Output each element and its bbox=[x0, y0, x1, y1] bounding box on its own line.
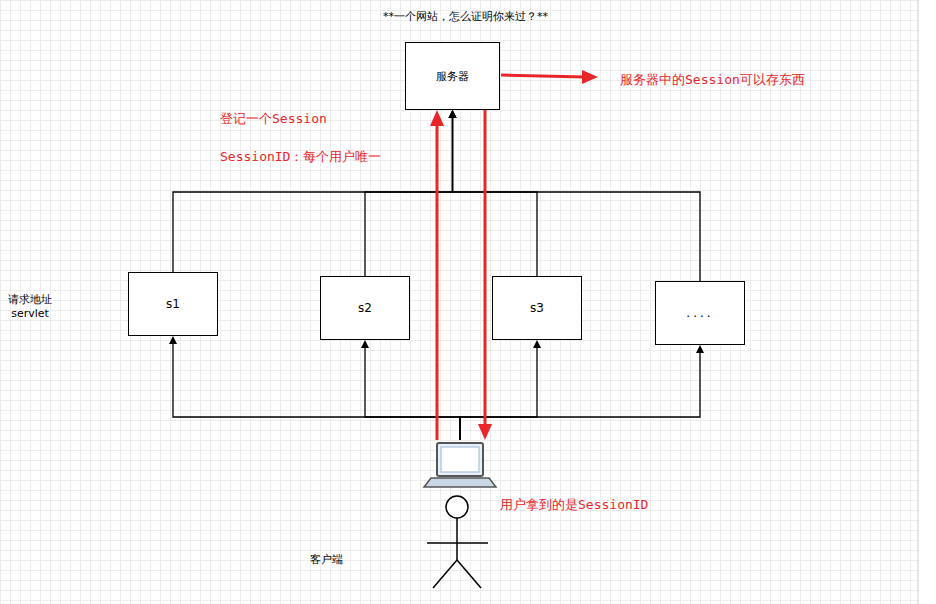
connector-arrow bbox=[365, 110, 457, 276]
note-text: 用户拿到的是SessionID bbox=[500, 496, 648, 514]
connector-arrow bbox=[430, 110, 444, 440]
connector-arrow bbox=[460, 340, 541, 440]
connector-arrow bbox=[169, 336, 460, 440]
client-figure: 客户端 bbox=[425, 440, 495, 590]
connector-arrow bbox=[449, 110, 538, 276]
side-label: 请求地址 servlet bbox=[2, 293, 58, 322]
connector-arrow bbox=[173, 110, 457, 272]
callout-arrow bbox=[501, 70, 598, 84]
page-edge bbox=[918, 0, 919, 604]
node-text: 客户端 bbox=[310, 552, 343, 567]
servlet-box: .... bbox=[655, 281, 745, 345]
servlet-box: s2 bbox=[320, 276, 410, 340]
node-text: .... bbox=[686, 306, 713, 320]
laptop-icon bbox=[424, 443, 496, 487]
note-text: 登记一个Session bbox=[220, 110, 327, 128]
page-margin bbox=[919, 0, 936, 604]
connector-arrow bbox=[361, 340, 460, 440]
servlet-box: s3 bbox=[492, 276, 582, 340]
node-text: s3 bbox=[530, 301, 544, 315]
stick-figure bbox=[427, 496, 488, 588]
node-text: 服务器 bbox=[436, 69, 469, 84]
servlet-box: s1 bbox=[128, 272, 218, 336]
node-text: s1 bbox=[166, 297, 180, 311]
connector-arrow bbox=[478, 110, 492, 440]
node-text: s2 bbox=[358, 301, 372, 315]
server-box: 服务器 bbox=[405, 42, 500, 110]
diagram-title: **一个网站，怎么证明你来过？** bbox=[383, 9, 548, 24]
note-text: SessionID：每个用户唯一 bbox=[220, 148, 381, 166]
connector-arrow bbox=[460, 345, 704, 440]
note-text: 服务器中的Session可以存东西 bbox=[620, 71, 805, 89]
